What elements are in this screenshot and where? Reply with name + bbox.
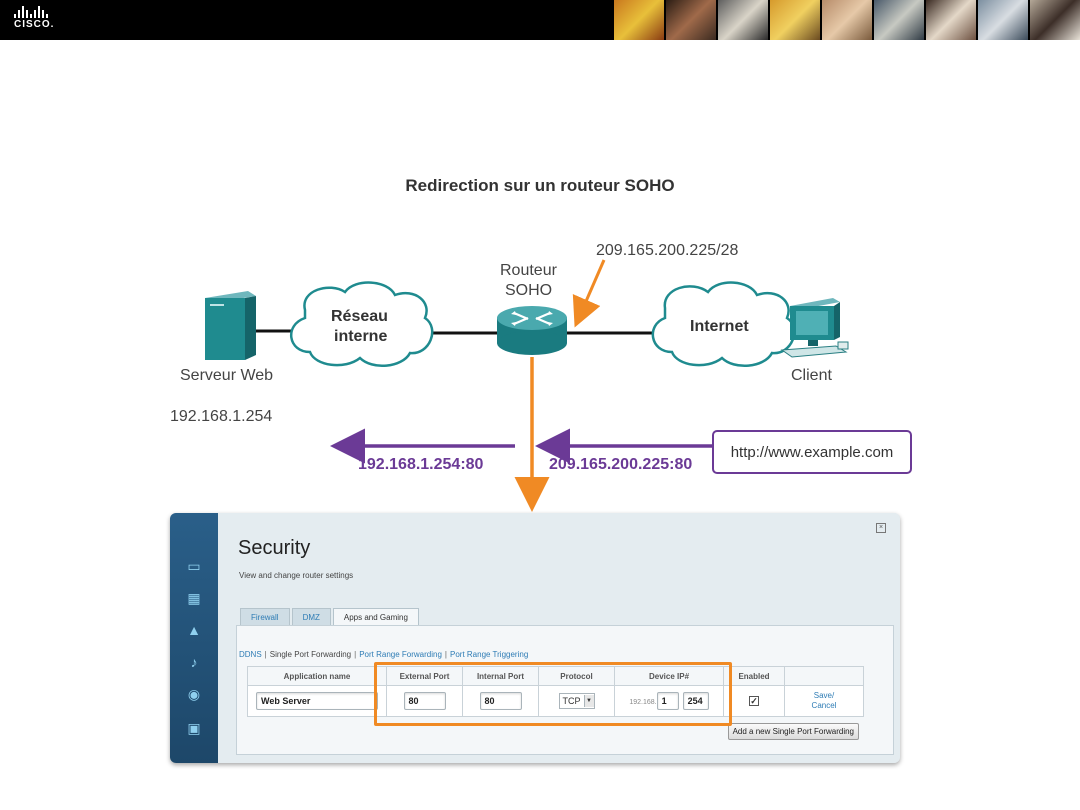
internet-cloud-icon xyxy=(651,281,796,368)
cisco-bars-icon xyxy=(14,6,54,18)
protocol-select[interactable]: TCP▼ xyxy=(558,693,595,709)
col-actions xyxy=(784,666,864,686)
router-sidebar: ▭ ▦ ▲ ♪ ◉ ▣ xyxy=(170,513,218,763)
web-server-icon xyxy=(205,291,256,360)
header-photo-strip xyxy=(612,0,1080,40)
ip-prefix: 192.168. xyxy=(629,699,657,706)
media-icon[interactable]: ♪ xyxy=(190,654,198,670)
internal-port-input[interactable]: 80 xyxy=(479,692,522,710)
external-port-input[interactable]: 80 xyxy=(403,692,446,710)
router-tabs: Firewall DMZ Apps and Gaming xyxy=(240,608,421,627)
tab-dmz[interactable]: DMZ xyxy=(291,608,331,627)
col-protocol: Protocol xyxy=(538,666,615,686)
internal-cloud-label-line2: interne xyxy=(334,328,388,345)
link-port-range-forwarding[interactable]: Port Range Forwarding xyxy=(359,650,442,659)
app-name-input[interactable]: Web Server xyxy=(256,692,378,710)
public-socket-label: 209.165.200.225:80 xyxy=(549,456,693,473)
client-label: Client xyxy=(791,367,832,384)
public-ip-label: 209.165.200.225/28 xyxy=(596,242,739,259)
tab-apps-and-gaming[interactable]: Apps and Gaming xyxy=(332,608,419,627)
internal-network-cloud-icon xyxy=(289,281,434,368)
protocol-value: TCP xyxy=(562,696,581,706)
apps-gaming-panel: DDNS|Single Port Forwarding|Port Range F… xyxy=(236,625,894,755)
server-label: Serveur Web xyxy=(180,367,274,384)
cisco-logo: CISCO. xyxy=(14,6,54,30)
soho-router-icon xyxy=(497,306,567,355)
cisco-logo-text: CISCO. xyxy=(14,19,55,30)
col-internal-port: Internal Port xyxy=(462,666,539,686)
router-label-line2: SOHO xyxy=(505,282,553,299)
router-page-subtitle: View and change router settings xyxy=(239,571,354,580)
header-bar: CISCO. xyxy=(0,0,1080,40)
connectivity-icon[interactable]: ▣ xyxy=(187,720,201,736)
col-application-name: Application name xyxy=(247,666,387,686)
slide-title: Redirection sur un routeur SOHO xyxy=(405,176,675,195)
url-box: http://www.example.com xyxy=(712,430,912,474)
close-icon[interactable]: × xyxy=(876,523,886,533)
router-label-line1: Routeur xyxy=(500,262,557,279)
client-computer-icon xyxy=(780,298,849,358)
tab-firewall[interactable]: Firewall xyxy=(240,608,290,627)
router-main: × Security View and change router settin… xyxy=(218,513,900,763)
port-forwarding-table: Application name External Port Internal … xyxy=(247,666,864,717)
save-link[interactable]: Save/ xyxy=(813,691,835,700)
speed-icon[interactable]: ◉ xyxy=(187,686,201,702)
router-config-window: ▭ ▦ ▲ ♪ ◉ ▣ × Security View and change r… xyxy=(170,513,900,763)
link-port-range-triggering[interactable]: Port Range Triggering xyxy=(450,650,529,659)
internet-cloud-label: Internet xyxy=(690,318,749,335)
dropdown-arrow-icon: ▼ xyxy=(583,695,594,707)
router-page-title: Security xyxy=(238,537,311,559)
devices-icon[interactable]: ▭ xyxy=(187,558,201,574)
internal-socket-label: 192.168.1.254:80 xyxy=(358,456,484,473)
add-port-forwarding-button[interactable]: Add a new Single Port Forwarding xyxy=(727,723,859,740)
link-ddns[interactable]: DDNS xyxy=(239,650,262,659)
internal-cloud-label-line1: Réseau xyxy=(331,308,388,325)
url-text: http://www.example.com xyxy=(730,443,894,461)
enabled-checkbox[interactable]: ✓ xyxy=(749,696,759,706)
ip-last-octet-input[interactable]: 254 xyxy=(682,692,709,710)
ip-third-octet-input[interactable]: 1 xyxy=(656,692,679,710)
link-single-port-forwarding[interactable]: Single Port Forwarding xyxy=(269,650,352,659)
ports-highlight-box xyxy=(374,662,732,726)
parental-icon[interactable]: ▦ xyxy=(187,590,201,606)
sub-navigation: DDNS|Single Port Forwarding|Port Range F… xyxy=(239,650,529,659)
public-ip-pointer-arrow xyxy=(572,259,606,328)
security-warning-icon[interactable]: ▲ xyxy=(187,622,201,638)
col-enabled: Enabled xyxy=(723,666,785,686)
cancel-link[interactable]: Cancel xyxy=(811,701,837,710)
server-ip-label: 192.168.1.254 xyxy=(170,408,273,425)
